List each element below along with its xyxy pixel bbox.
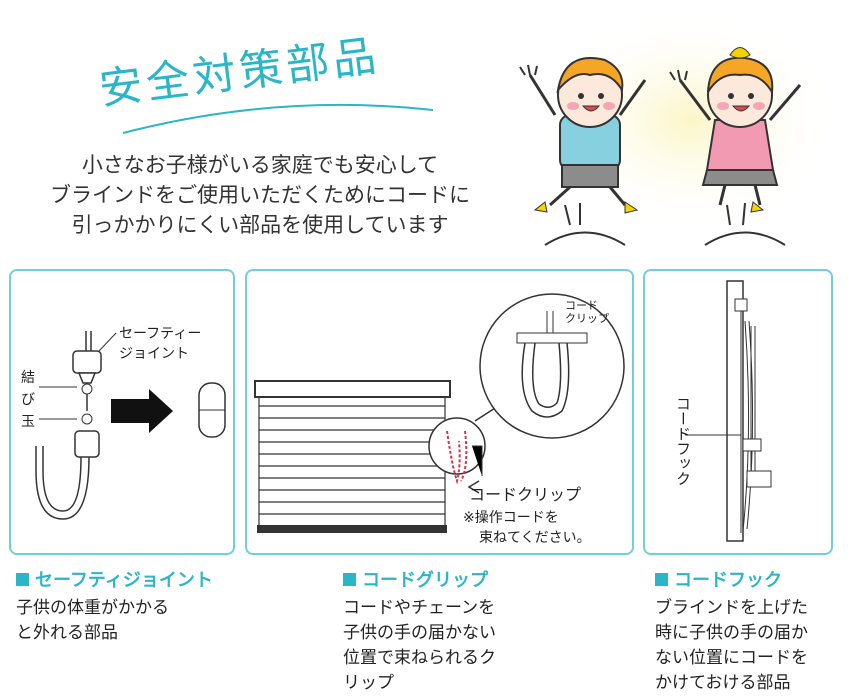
- cord-note-line2: 束ねてください。: [479, 530, 591, 546]
- square-bullet-icon: [655, 573, 668, 586]
- bead-label-1: 結: [21, 370, 35, 386]
- feature-title-cord-grip: コードグリップ: [343, 566, 488, 592]
- cord-hook-panel: コードフック: [643, 269, 833, 555]
- cord-hook-diagram: [685, 280, 772, 542]
- cord-note-line1: ※操作コードを: [463, 510, 559, 526]
- safety-joint-callout-line1: セーフティー: [119, 326, 202, 342]
- cord-grip-panel: コード クリップ コードクリップ ※操作コードを 束ねてください。: [245, 269, 634, 555]
- feature-title-cord-hook: コードフック: [655, 566, 782, 592]
- square-bullet-icon: [16, 573, 29, 586]
- safety-joint-diagram: [35, 331, 226, 520]
- safety-joint-callout-line2: ジョイント: [119, 346, 189, 362]
- boy-figure: [519, 57, 647, 246]
- bead-label-2: び: [21, 392, 35, 408]
- feature-desc-cord-hook: ブラインドを上げた 時に子供の手の届か ない位置にコードを かけておける部品: [655, 598, 808, 693]
- feature-desc-cord-grip: コードやチェーンを 子供の手の届かない 位置で束ねられるク リップ: [343, 598, 496, 693]
- girl-figure: [669, 47, 802, 246]
- feature-desc-safety-joint: 子供の体重がかかる と外れる部品: [16, 598, 169, 643]
- zoom-label-line2: クリップ: [565, 312, 609, 325]
- intro-line: 小さなお子様がいる家庭でも安心して: [81, 153, 439, 177]
- safety-joint-panel: セーフティー ジョイント 結 び 玉: [9, 269, 235, 555]
- title-underline-arc: [122, 103, 434, 134]
- intro-line: 引っかかりにくい部品を使用しています: [71, 213, 449, 237]
- children-illustration: [519, 20, 840, 246]
- bead-label-3: 玉: [21, 414, 35, 430]
- cord-grip-diagram: [254, 293, 625, 533]
- square-bullet-icon: [343, 573, 356, 586]
- cord-hook-label: コードフック: [674, 396, 692, 486]
- intro-line: ブラインドをご使用いただくためにコードに: [50, 183, 470, 207]
- zoom-label-line1: コード: [565, 299, 598, 312]
- intro-text: 小さなお子様がいる家庭でも安心して ブラインドをご使用いただくためにコードに 引…: [0, 150, 520, 240]
- cord-clip-label: コードクリップ: [469, 485, 582, 504]
- feature-title-safety-joint: セーフティジョイント: [16, 566, 213, 592]
